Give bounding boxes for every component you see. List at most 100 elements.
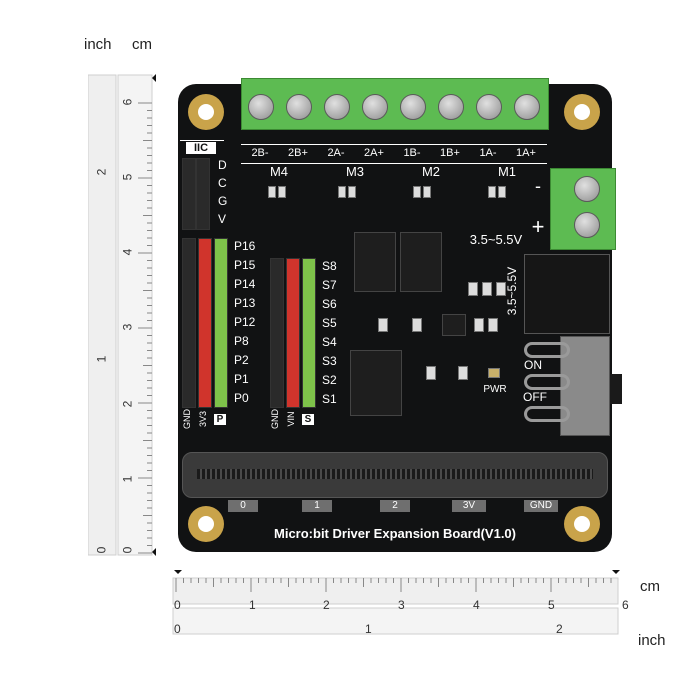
smd-component <box>458 366 468 380</box>
edge-connector-slot <box>197 469 593 479</box>
gpio-pin-label: P16 <box>234 239 256 253</box>
servo-pin-label: S7 <box>322 278 337 292</box>
gpio-header-label: GND <box>182 409 192 429</box>
gpio-pin-label: P15 <box>234 258 256 272</box>
screw-icon <box>476 94 502 120</box>
smd-component <box>423 186 431 198</box>
switch-pin <box>524 406 570 422</box>
servo-header-label: S <box>302 414 314 425</box>
gpio-signal-header <box>214 238 228 408</box>
servo-signal-header <box>302 258 316 408</box>
smd-component <box>278 186 286 198</box>
screw-icon <box>514 94 540 120</box>
screw-icon <box>574 176 600 202</box>
left-ruler-cm-label: cm <box>132 36 152 53</box>
terminal-label: 2B- <box>251 147 269 159</box>
dc-jack <box>524 254 610 334</box>
bottom-cm-tick-2: 2 <box>323 598 330 612</box>
left-inch-tick-2: 2 <box>94 168 109 176</box>
smd-component <box>413 186 421 198</box>
screw-icon <box>400 94 426 120</box>
smd-component <box>426 366 436 380</box>
servo-pin-label: S4 <box>322 335 337 349</box>
motor-group-label: M4 <box>269 164 289 179</box>
bottom-inch-tick-2: 2 <box>556 622 563 636</box>
bottom-ruler-graphic <box>172 570 620 635</box>
bottom-ruler-inch-label: inch <box>638 632 666 649</box>
terminal-label: 1B+ <box>440 147 460 159</box>
switch-pin <box>524 342 570 358</box>
mounting-hole-top-left <box>188 94 224 130</box>
gpio-pin-label: P13 <box>234 296 256 310</box>
bottom-cm-tick-1: 1 <box>249 598 256 612</box>
left-inch-tick-1: 1 <box>94 355 109 363</box>
gpio-pin-label: P12 <box>234 315 256 329</box>
smd-component <box>468 282 478 296</box>
servo-pin-label: S1 <box>322 392 337 406</box>
smd-component <box>482 282 492 296</box>
smd-component <box>268 186 276 198</box>
terminal-label: 1B- <box>403 147 421 159</box>
gpio-gnd-header <box>182 238 196 408</box>
motor-driver-chip <box>354 232 396 292</box>
motor-driver-chip <box>400 232 442 292</box>
screw-icon <box>286 94 312 120</box>
power-range-label: 3.5~5.5V <box>469 232 523 247</box>
gpio-pin-label: P14 <box>234 277 256 291</box>
terminal-label: 2A- <box>327 147 345 159</box>
iic-label: IIC <box>186 142 216 154</box>
smd-component <box>412 318 422 332</box>
board-title: Micro:bit Driver Expansion Board(V1.0) <box>274 526 516 541</box>
bottom-ruler-cm-label: cm <box>640 578 660 595</box>
smd-component <box>378 318 388 332</box>
terminal-label: 2B+ <box>288 147 308 159</box>
screw-icon <box>574 212 600 238</box>
power-switch-toggle[interactable] <box>610 374 622 404</box>
iic-pin-label: G <box>218 194 228 208</box>
mounting-hole-top-right <box>564 94 600 130</box>
servo-pin-label: S6 <box>322 297 337 311</box>
servo-vin-header <box>286 258 300 408</box>
iic-header <box>196 158 210 230</box>
terminal-label: 2A+ <box>364 147 384 159</box>
bottom-cm-tick-4: 4 <box>473 598 480 612</box>
servo-header-label: GND <box>270 409 280 429</box>
power-minus-label: - <box>535 176 541 196</box>
motor-group-label: M1 <box>497 164 517 179</box>
screw-icon <box>324 94 350 120</box>
gpio-header-label: P <box>214 414 226 425</box>
bottom-cm-tick-5: 5 <box>548 598 555 612</box>
left-cm-tick-5: 5 <box>120 173 135 181</box>
iic-divider <box>180 140 224 155</box>
edge-pad-label: 0 <box>228 500 258 512</box>
power-plus-label: + <box>531 214 545 239</box>
left-cm-tick-3: 3 <box>120 323 135 331</box>
bottom-cm-tick-6: 6 <box>622 598 629 612</box>
smd-component <box>474 318 484 332</box>
switch-on-label: ON <box>524 358 542 372</box>
screw-icon <box>362 94 388 120</box>
iic-pin-label: C <box>218 176 227 190</box>
left-ruler-graphic <box>88 74 156 556</box>
bottom-inch-tick-0: 0 <box>174 622 181 636</box>
gpio-pin-label: P1 <box>234 372 249 386</box>
switch-pin <box>524 374 570 390</box>
servo-pin-label: S3 <box>322 354 337 368</box>
terminal-label: 1A+ <box>516 147 536 159</box>
servo-gnd-header <box>270 258 284 408</box>
left-cm-tick-4: 4 <box>120 248 135 256</box>
gpio-pin-label: P2 <box>234 353 249 367</box>
smd-component <box>498 186 506 198</box>
servo-header-label: VIN <box>286 411 296 427</box>
mounting-hole-bottom-left <box>188 506 224 542</box>
smd-component <box>348 186 356 198</box>
gpio-3v3-header <box>198 238 212 408</box>
smd-component <box>496 282 506 296</box>
smd-component <box>488 186 496 198</box>
edge-pad-label: 3V <box>452 500 486 512</box>
gpio-header-label: 3V3 <box>198 411 208 428</box>
microbit-edge-connector[interactable] <box>182 452 608 498</box>
edge-pad-label: 1 <box>302 500 332 512</box>
iic-pin-label: V <box>218 212 227 226</box>
motor-group-label: M2 <box>421 164 441 179</box>
